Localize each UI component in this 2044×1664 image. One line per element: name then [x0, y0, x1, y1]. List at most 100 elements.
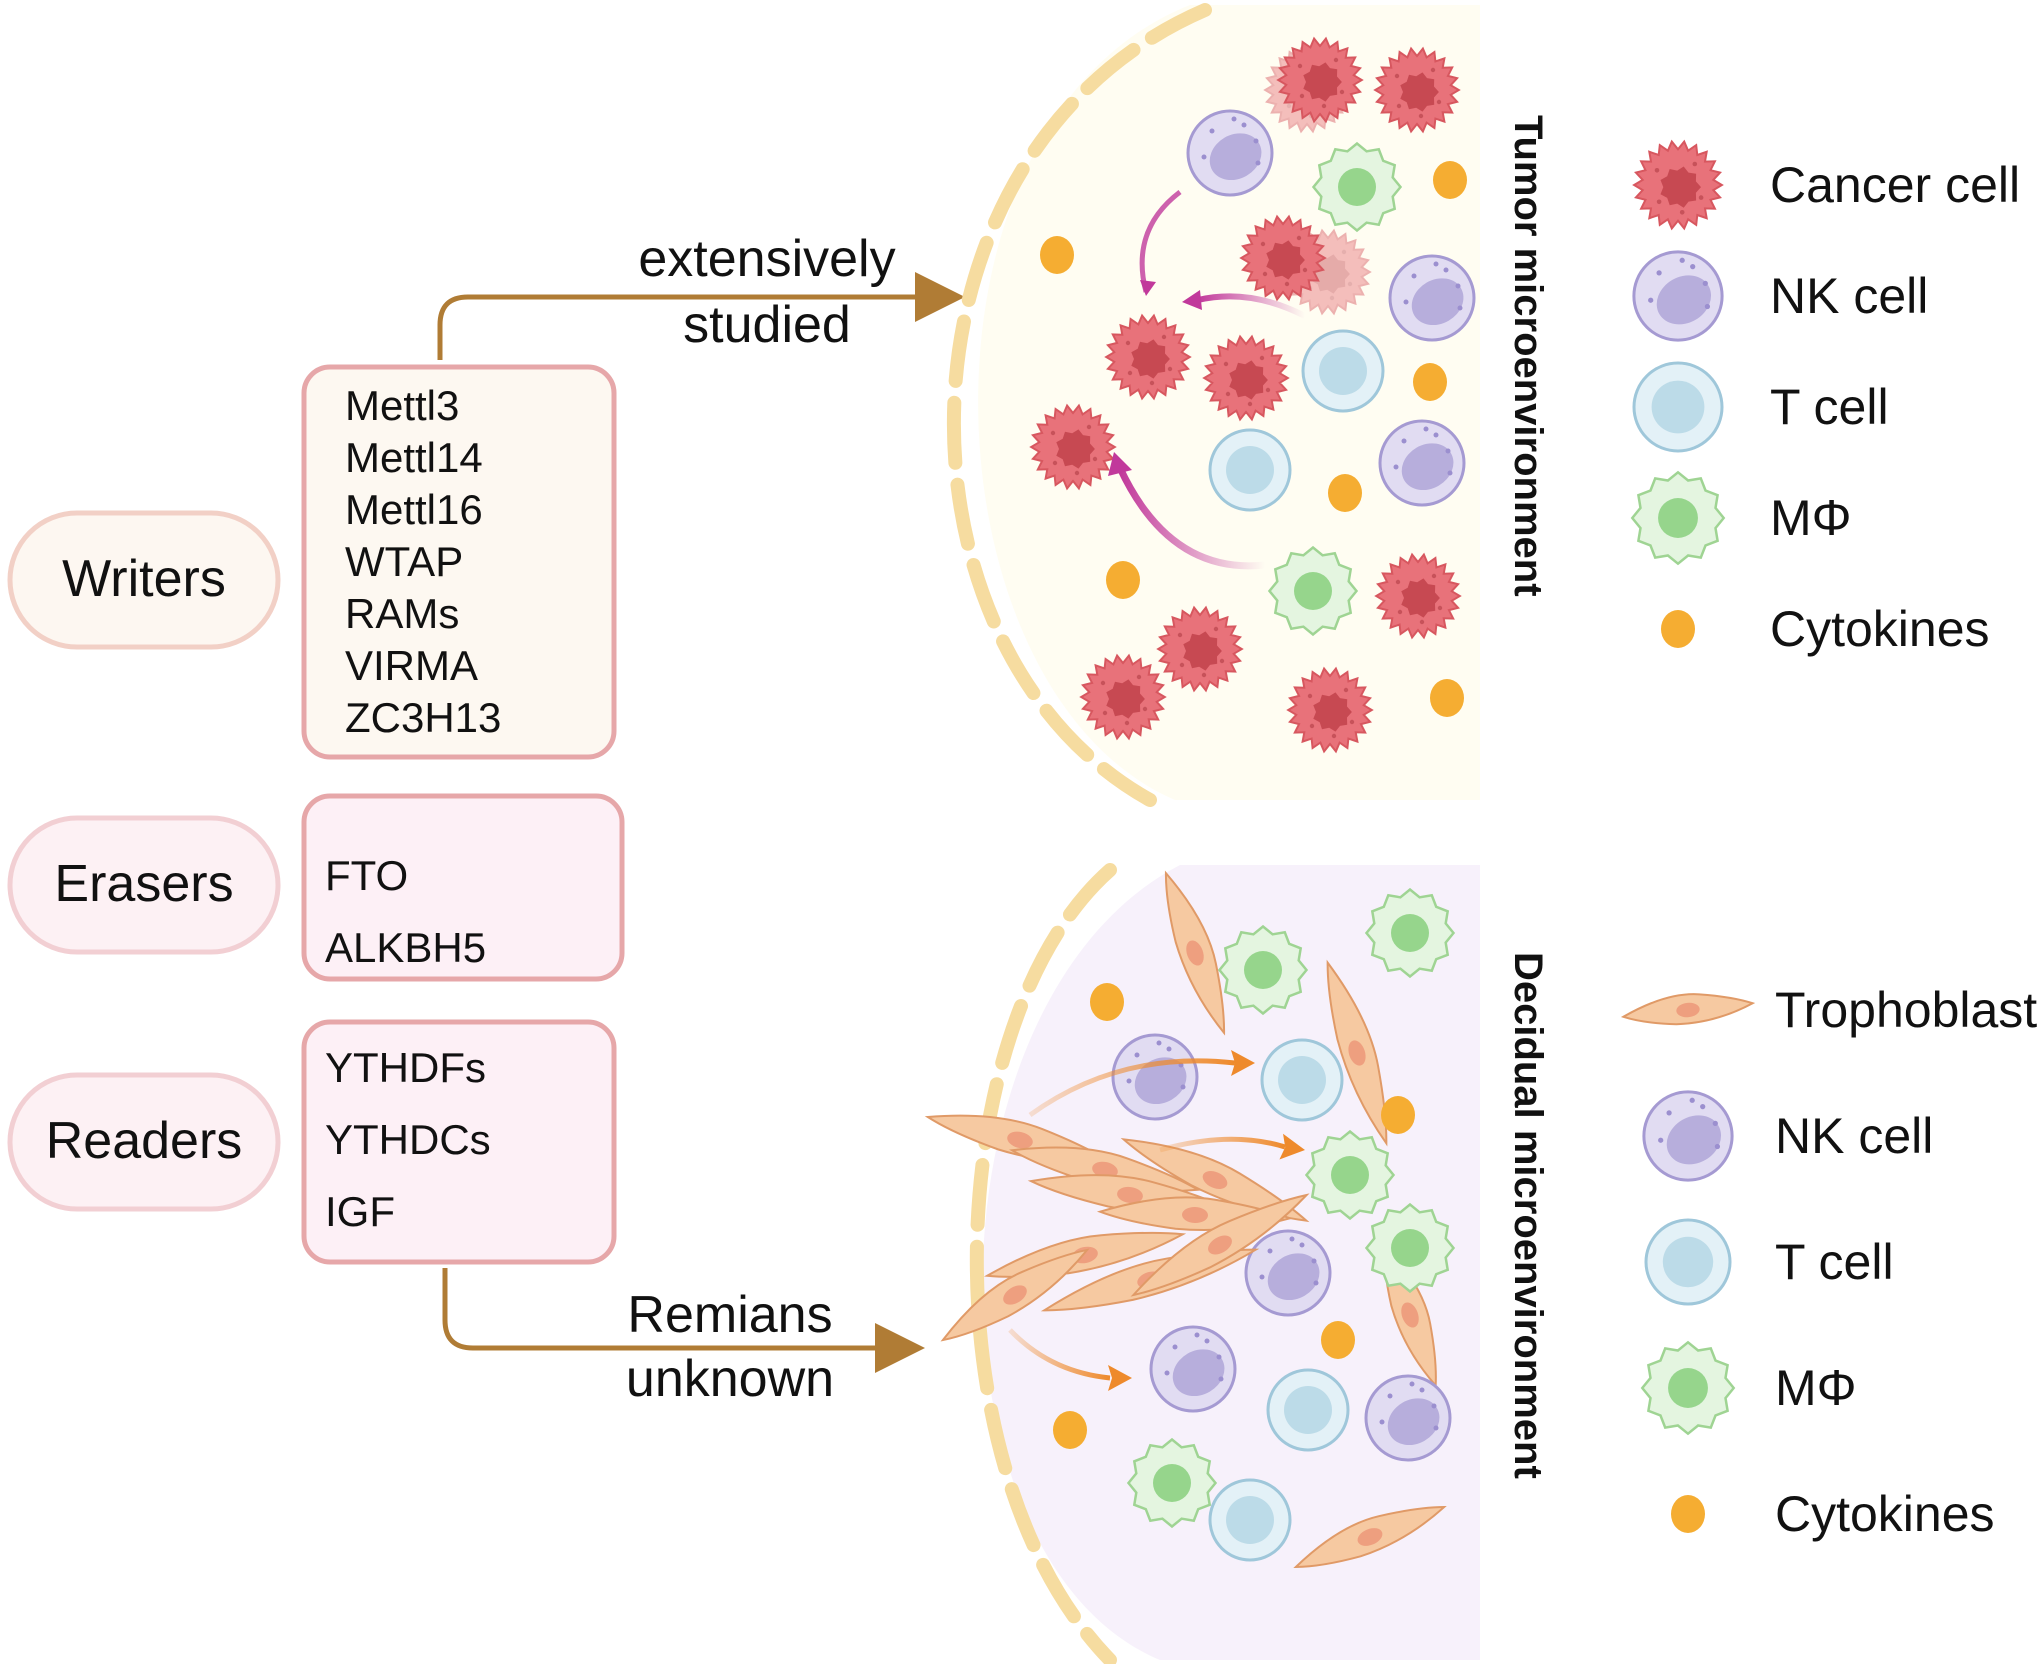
- cancer-cell: [1286, 666, 1374, 754]
- decidual-arrowhead: [1108, 1365, 1132, 1391]
- macrophage-cell: [1304, 1129, 1396, 1221]
- legend-icon: [1671, 1495, 1705, 1533]
- writers-label: Writers: [62, 550, 226, 608]
- gene-label: IGF: [325, 1188, 395, 1235]
- legend-icon: [1661, 610, 1695, 648]
- tumor-arrowhead-1: [1140, 280, 1156, 296]
- legend-icon: [1640, 1340, 1736, 1436]
- nk-cell: [1388, 254, 1476, 342]
- nk-cell: [1244, 1229, 1332, 1317]
- cancer-cell: [1276, 36, 1364, 124]
- legend-icon: [1644, 1218, 1732, 1306]
- tumor-arrow-1: [1139, 190, 1182, 293]
- trophoblast-cell: [1164, 870, 1226, 1036]
- legend-icon: [1632, 139, 1724, 231]
- nk-cell: [1149, 1325, 1237, 1413]
- legend-icon: [1632, 361, 1724, 453]
- decidual-arrowhead: [1231, 1050, 1255, 1076]
- cancer-cell: [1239, 214, 1327, 302]
- legend-label: Cytokines: [1775, 1486, 1995, 1542]
- cytokine: [1328, 474, 1362, 512]
- cancer-cell: [1029, 403, 1117, 491]
- gene-label: VIRMA: [345, 642, 478, 689]
- arrow-bottom-line1: Remians: [627, 1286, 832, 1344]
- cytokine: [1413, 363, 1447, 401]
- legend-icon: [1620, 993, 1756, 1026]
- cancer-cell: [1202, 334, 1290, 422]
- decidual-arrow: [1008, 1328, 1111, 1381]
- writers-pill: [7, 510, 281, 650]
- trophoblast-cell: [1620, 993, 1756, 1026]
- erasers-pill: [7, 815, 281, 955]
- gene-label: RAMs: [345, 590, 459, 637]
- decidual-panel: Decidual microenvironment: [924, 863, 1550, 1664]
- legend-label: NK cell: [1770, 268, 1928, 324]
- trophoblast-cell: [940, 1248, 1090, 1342]
- writers-gene-box: [301, 364, 617, 760]
- cancer-cell: [1632, 139, 1724, 231]
- readers-pill: [7, 1072, 281, 1212]
- t-cell: [1632, 361, 1724, 453]
- legend-label: NK cell: [1775, 1108, 1933, 1164]
- cytokine: [1090, 983, 1124, 1021]
- legend-icon: [1630, 470, 1726, 566]
- nk-cell: [1364, 1374, 1452, 1462]
- decidual-membrane: [969, 863, 1117, 1664]
- legend-label: Trophoblast: [1775, 982, 2037, 1038]
- t-cell: [1260, 1038, 1344, 1122]
- tumor-arrow-2: [1197, 293, 1307, 319]
- macrophage-cell: [1640, 1340, 1736, 1436]
- macrophage-cell: [1630, 470, 1726, 566]
- cytokine: [1321, 1321, 1355, 1359]
- legend-label: Cancer cell: [1770, 157, 2020, 213]
- tumor-arrow-3: [1116, 466, 1266, 570]
- erasers-label: Erasers: [54, 855, 233, 913]
- cytokine: [1040, 236, 1074, 274]
- gene-label: ALKBH5: [325, 924, 486, 971]
- gene-label: Mettl3: [345, 382, 459, 429]
- macrophage-cell: [1311, 141, 1403, 233]
- tumor-panel-label: Tumor microenvironment: [1506, 115, 1550, 597]
- trophoblast-cell: [1293, 1506, 1447, 1568]
- decidual-arrow: [1028, 1058, 1236, 1118]
- cancer-cell: [1373, 46, 1461, 134]
- decidual-cells: [924, 870, 1456, 1568]
- cytokine: [1381, 1096, 1415, 1134]
- erasers-gene-box: [301, 793, 625, 982]
- gene-label: FTO: [325, 852, 408, 899]
- readers-label: Readers: [46, 1112, 243, 1170]
- cytokine: [1433, 161, 1467, 199]
- gene-label: ZC3H13: [345, 694, 501, 741]
- legend-label: MΦ: [1770, 490, 1852, 546]
- arrow-to-tumor: [437, 272, 965, 360]
- cytokine: [1661, 610, 1695, 648]
- cytokine: [1430, 679, 1464, 717]
- gene-label: Mettl16: [345, 486, 483, 533]
- macrophage-cell: [1267, 545, 1359, 637]
- t-cell: [1266, 1368, 1350, 1452]
- tumor-arrowhead-2: [1182, 290, 1202, 310]
- tumor-cells: [1029, 36, 1476, 754]
- cytokine: [1671, 1495, 1705, 1533]
- tumor-membrane: [946, 3, 1212, 807]
- gene-label: YTHDCs: [325, 1116, 491, 1163]
- legend-label: T cell: [1775, 1234, 1894, 1290]
- decidual-panel-label: Decidual microenvironment: [1506, 952, 1550, 1479]
- t-cell: [1644, 1218, 1732, 1306]
- nk-cell: [1642, 1090, 1734, 1182]
- trophoblast-cell: [1326, 959, 1388, 1147]
- gene-label: Mettl14: [345, 434, 483, 481]
- legend-icon: [1632, 250, 1724, 342]
- trophoblast-cell: [1120, 1137, 1310, 1223]
- macrophage-cell: [1217, 924, 1309, 1016]
- legend-label: T cell: [1770, 379, 1889, 435]
- tumor-panel: Tumor microenvironment: [946, 3, 1550, 807]
- arrow-bottom-line2: unknown: [626, 1350, 834, 1408]
- legend-label: MΦ: [1775, 1360, 1857, 1416]
- arrow-to-decidua: [442, 1268, 925, 1373]
- tumor-arrowhead-3: [1108, 452, 1132, 476]
- cytokine: [1053, 1411, 1087, 1449]
